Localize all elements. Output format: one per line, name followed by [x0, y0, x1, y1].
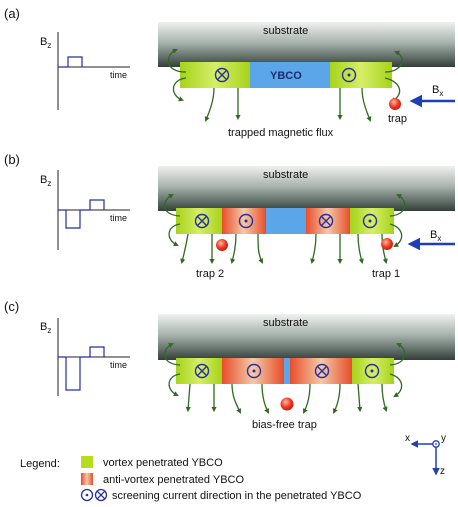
field-bx-label: Bx [430, 229, 441, 243]
substrate [158, 314, 455, 360]
plot-x-label: time [110, 213, 127, 223]
trap-marker [389, 98, 401, 110]
panel-c-label: (c) [4, 299, 19, 314]
legend-title: Legend: [20, 458, 60, 470]
substrate [158, 166, 455, 211]
current-into-icon [318, 213, 334, 229]
current-out-icon [364, 363, 380, 379]
vortex-region-right [330, 62, 392, 88]
legend-current-out-icon [80, 488, 94, 502]
current-into-icon [194, 213, 210, 229]
legend: Legend: vortex penetrated YBCO anti-vort… [20, 456, 362, 502]
panel-a: (a) Bz time substrate YBCO [4, 6, 455, 139]
antivortex-region-right [290, 358, 352, 384]
legend-vortex-text: vortex penetrated YBCO [103, 457, 223, 469]
ybco-strip [250, 62, 330, 88]
flux-lines [164, 343, 406, 414]
legend-antivortex-text: anti-vortex penetrated YBCO [103, 474, 244, 486]
vortex-region-right [350, 208, 394, 234]
current-into-icon [194, 363, 210, 379]
x-axis-label: x [405, 433, 410, 444]
antivortex-region-left [222, 208, 266, 234]
plot-y-label: Bz [40, 174, 51, 188]
bias-free-trap-label: bias-free trap [252, 419, 317, 431]
y-axis-label: y [441, 433, 446, 444]
panel-b-label: (b) [4, 152, 20, 167]
plot-y-label: Bz [40, 321, 51, 335]
antivortex-region-right [306, 208, 350, 234]
legend-vortex-swatch [81, 456, 93, 468]
substrate-label: substrate [263, 25, 308, 37]
panel-c-pulse-plot: Bz time [40, 318, 130, 396]
trap-2-label: trap 2 [196, 268, 224, 280]
panel-a-pulse-plot: Bz time [40, 32, 130, 110]
z-axis-label: z [440, 466, 445, 477]
flux-annotation: trapped magnetic flux [228, 127, 334, 139]
trap-1-marker [381, 238, 393, 250]
substrate-label: substrate [263, 169, 308, 181]
field-bx-label: Bx [432, 84, 443, 98]
field-pulse [58, 346, 105, 391]
panel-a-label: (a) [4, 6, 20, 21]
legend-current-text: screening current direction in the penet… [112, 490, 362, 502]
plot-y-label: Bz [40, 36, 51, 50]
plot-x-label: time [110, 360, 127, 370]
field-pulse [58, 199, 105, 229]
field-pulse [58, 56, 83, 68]
trap-label: trap [388, 113, 407, 125]
vortex-region-left [176, 208, 222, 234]
panel-b: (b) Bz time substrate [4, 152, 455, 280]
vortex-region-left [176, 358, 222, 384]
substrate-label: substrate [263, 317, 308, 329]
panel-c: (c) Bz time substrate [4, 299, 455, 431]
current-out-icon [238, 213, 254, 229]
plot-x-label: time [110, 70, 127, 80]
current-into-icon [214, 67, 230, 83]
panel-b-pulse-plot: Bz time [40, 170, 130, 250]
legend-current-into-icon [94, 488, 108, 502]
ybco-strip [284, 358, 290, 384]
bias-free-trap-marker [280, 397, 294, 411]
coordinate-axes: x y z [405, 433, 446, 477]
substrate [158, 22, 455, 67]
trap-1-label: trap 1 [372, 268, 400, 280]
current-out-icon [246, 363, 262, 379]
flux-lines [164, 194, 406, 265]
ybco-strip [266, 208, 306, 234]
current-into-icon [314, 363, 330, 379]
ybco-label: YBCO [270, 70, 302, 82]
current-out-icon [362, 213, 378, 229]
trap-2-marker [216, 239, 228, 251]
legend-antivortex-swatch [81, 473, 93, 485]
current-out-icon [341, 67, 357, 83]
